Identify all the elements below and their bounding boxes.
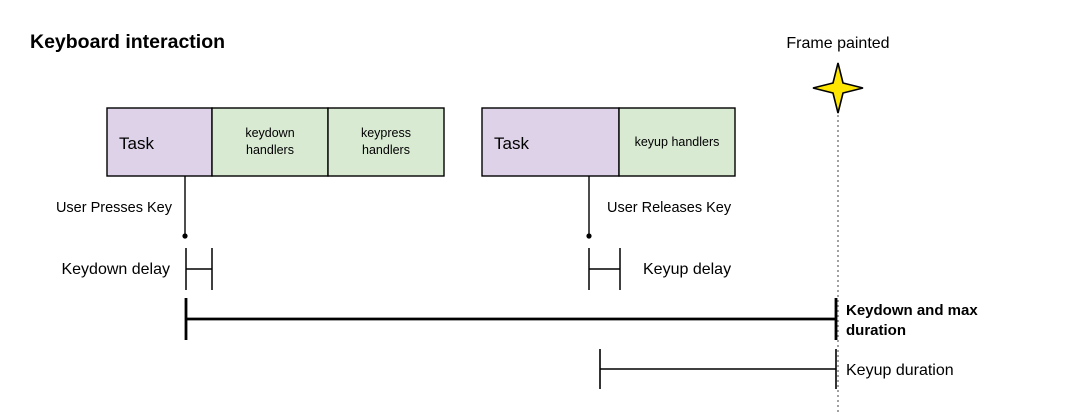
keydown-handlers-label-line1: keydown: [245, 126, 294, 140]
keydown-handlers-box: [211, 107, 329, 177]
keyup-task-track: Task keyup handlers: [481, 107, 736, 177]
keydown-max-duration-measure: Keydown and max duration: [184, 298, 978, 340]
user-presses-key-dot: [182, 233, 188, 239]
task-box-keyup-label: Task: [494, 134, 529, 153]
keydown-max-duration-label-line2: duration: [846, 322, 906, 339]
keydown-task-track: Task keydown handlers keypress handlers: [106, 107, 445, 177]
keydown-max-duration-label-line1: Keydown and max: [846, 302, 978, 319]
keypress-handlers-box: [327, 107, 445, 177]
keypress-handlers-label-line1: keypress: [361, 126, 411, 140]
keydown-delay-label: Keydown delay: [61, 261, 170, 278]
keyup-duration-label: Keyup duration: [846, 362, 954, 379]
keyup-handlers-box: [618, 107, 736, 177]
user-releases-key-label: User Releases Key: [607, 200, 732, 216]
keyup-handlers-label: keyup handlers: [635, 135, 720, 149]
page-title: Keyboard interaction: [30, 31, 225, 53]
keyup-duration-measure: Keyup duration: [599, 349, 954, 389]
four-point-star-icon: [812, 62, 864, 114]
user-presses-key-label: User Presses Key: [56, 200, 173, 216]
keypress-handlers-label-line2: handlers: [362, 143, 410, 157]
keyup-delay-label: Keyup delay: [643, 261, 731, 278]
task-box-keyup: [481, 107, 620, 177]
user-releases-key-dot: [586, 233, 592, 239]
user-presses-key-event: User Presses Key: [56, 176, 188, 239]
task-box-keydown: [106, 107, 213, 177]
keyup-delay-measure: Keyup delay: [588, 248, 731, 290]
keydown-handlers-label-line2: handlers: [246, 143, 294, 157]
user-releases-key-event: User Releases Key: [586, 176, 732, 239]
frame-painted-label: Frame painted: [786, 35, 889, 52]
task-box-keydown-label: Task: [119, 134, 154, 153]
keydown-delay-measure: Keydown delay: [61, 248, 213, 290]
